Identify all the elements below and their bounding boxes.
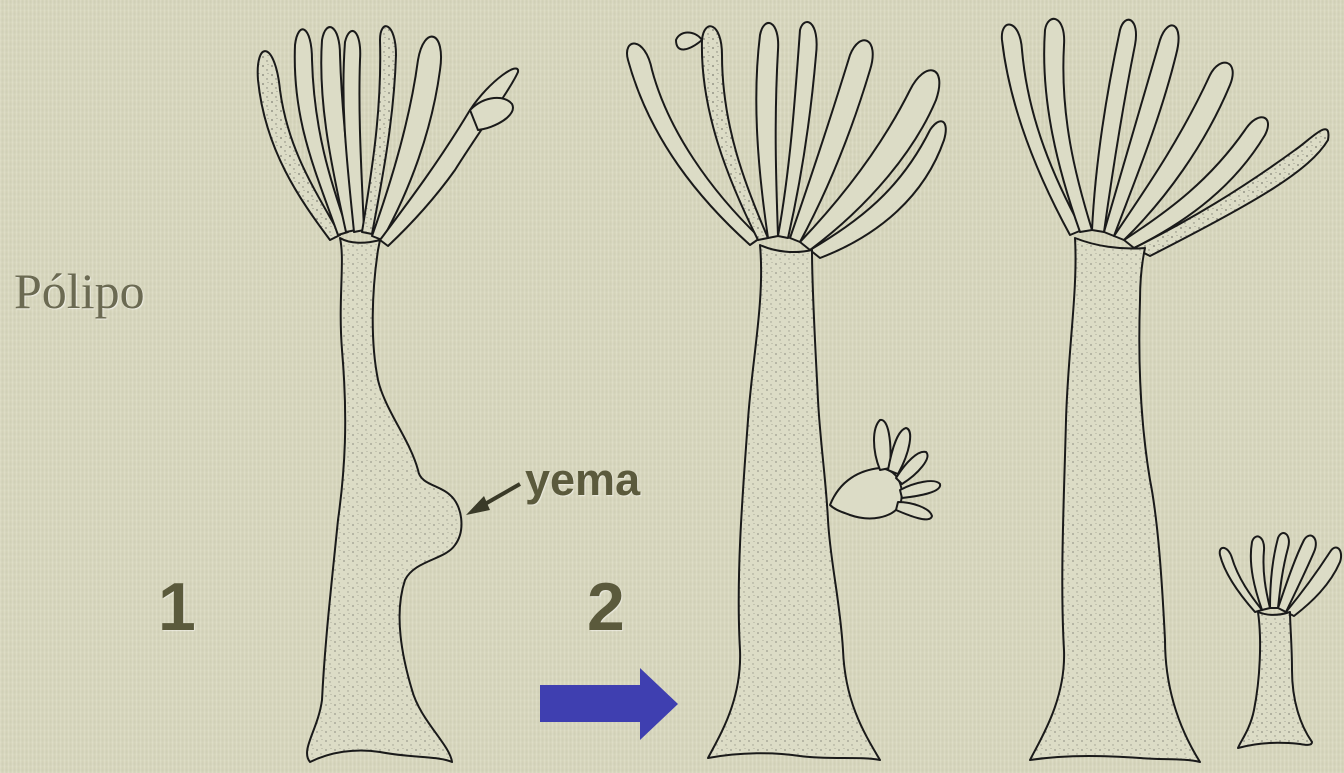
new-small-polyp — [1220, 533, 1341, 748]
polyp-2 — [627, 22, 946, 760]
bud-pointer-arrow — [466, 484, 520, 515]
progression-arrow — [540, 668, 678, 740]
bud-label: yema — [525, 454, 640, 506]
stage-2-label: 2 — [587, 568, 625, 646]
stage-1-label: 1 — [158, 568, 196, 646]
polyp-1 — [258, 26, 518, 762]
